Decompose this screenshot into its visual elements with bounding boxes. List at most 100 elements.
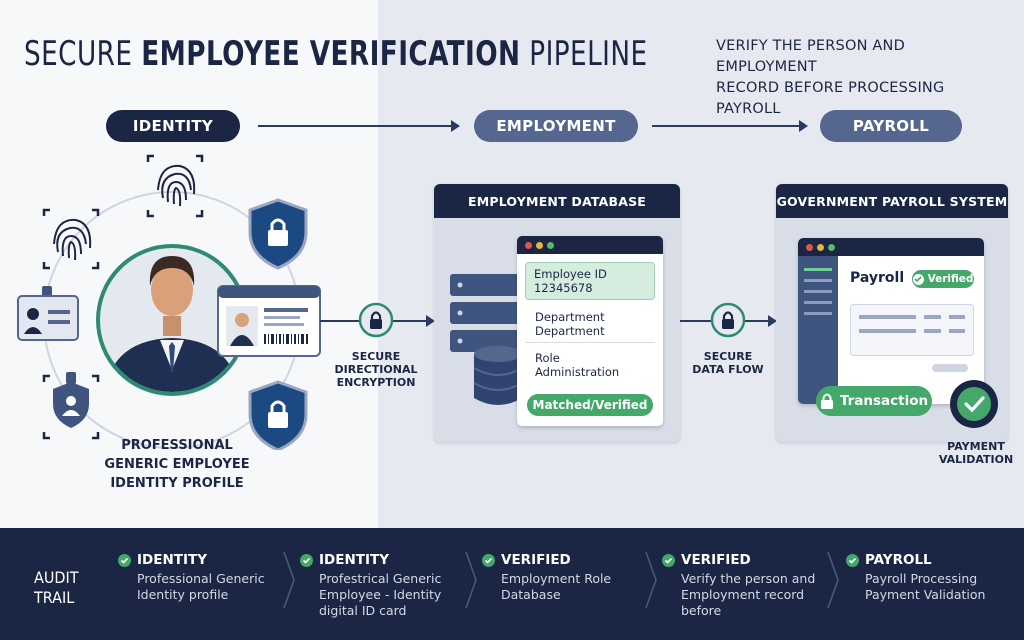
- matched-verified-badge: Matched/Verified: [527, 394, 653, 416]
- payroll-heading: Payroll: [850, 270, 905, 286]
- arrowhead-icon: [799, 120, 808, 132]
- audit-step-line: Identity profile: [137, 587, 229, 602]
- label-line: TRAIL: [34, 588, 75, 607]
- label-line: VALIDATION: [938, 453, 1014, 466]
- table-cell: [859, 315, 916, 319]
- stage-arrow: [258, 125, 452, 127]
- check-icon: [482, 553, 495, 567]
- field-label: Role: [535, 351, 560, 365]
- check-icon: [662, 553, 675, 567]
- field-value: 12345678: [534, 281, 593, 295]
- arrowhead-icon: [451, 120, 460, 132]
- audit-trail-label: AUDIT TRAIL: [34, 568, 79, 608]
- audit-step-line: Employee - Identity: [319, 587, 442, 602]
- table-cell: [949, 315, 965, 319]
- table-cell: [949, 329, 965, 333]
- audit-trail-bar: AUDIT TRAIL IDENTITY Professional Generi…: [0, 528, 1024, 640]
- audit-step-line: Employment Role: [501, 571, 612, 586]
- stage-employment: EMPLOYMENT: [474, 110, 638, 142]
- table-cell: [859, 329, 916, 333]
- department-field: Department Department: [525, 306, 655, 343]
- window-dot: [806, 243, 813, 251]
- encryption-label: SECURE DIRECTIONAL ENCRYPTION: [334, 350, 418, 389]
- stage-identity: IDENTITY: [106, 110, 240, 142]
- field-label: Employee ID: [534, 267, 607, 281]
- shield-lock-icon: [248, 380, 308, 450]
- id-badge-icon: [17, 286, 79, 341]
- payroll-system-title: GOVERNMENT PAYROLL SYSTEM: [776, 184, 1008, 218]
- chevron-right-icon: [827, 551, 839, 609]
- database-server-icon: [450, 274, 523, 405]
- audit-step-line: Employment record: [681, 587, 805, 602]
- database-cylinder: [473, 346, 523, 405]
- caption-line: GENERIC EMPLOYEE: [104, 457, 250, 472]
- sidebar-line: [804, 268, 832, 271]
- audit-step-line: Profestrical Generic: [319, 571, 442, 586]
- transaction-button[interactable]: Transaction: [816, 386, 932, 416]
- audit-step-title: IDENTITY: [137, 552, 207, 568]
- audit-step-line: Verify the person and: [681, 571, 816, 586]
- stage-payroll: PAYROLL: [820, 110, 962, 142]
- verified-badge: Verified: [912, 270, 974, 288]
- table-cell: [923, 315, 942, 319]
- employment-database-title: EMPLOYMENT DATABASE: [434, 184, 680, 218]
- data-flow-label: SECURE DATA FLOW: [690, 350, 766, 376]
- lock-icon: [710, 302, 746, 338]
- field-value: Department: [535, 324, 605, 338]
- window-dot: [817, 243, 824, 251]
- payroll-sidebar: [798, 256, 838, 404]
- payroll-button-placeholder: [932, 364, 968, 372]
- label-line: DIRECTIONAL: [334, 363, 418, 376]
- shield-user-icon: [42, 372, 100, 440]
- audit-step-line: before: [681, 603, 722, 618]
- audit-step-line: digital ID card: [319, 603, 407, 618]
- lock-icon: [820, 393, 833, 409]
- table-row: [859, 315, 965, 319]
- payroll-window: Payroll Verified: [798, 238, 984, 404]
- chevron-right-icon: [645, 551, 657, 609]
- label-line: DATA FLOW: [692, 363, 764, 376]
- field-value: Administration: [535, 365, 620, 379]
- caption-line: PROFESSIONAL: [121, 438, 233, 453]
- label-line: SECURE: [351, 350, 401, 363]
- window-dot: [536, 241, 543, 249]
- label-line: SECURE: [703, 350, 753, 363]
- arrowhead-icon: [426, 315, 435, 327]
- label-line: PAYMENT: [947, 440, 1005, 453]
- audit-step-line: Payment Validation: [865, 587, 986, 602]
- transaction-label: Transaction: [839, 393, 929, 409]
- table-cell: [923, 329, 942, 333]
- subtitle-line: RECORD BEFORE PROCESSING PAYROLL: [716, 80, 945, 117]
- employee-avatar: [96, 244, 248, 396]
- check-icon: [118, 553, 131, 567]
- audit-step-title: VERIFIED: [501, 552, 571, 568]
- check-icon: [846, 553, 859, 567]
- audit-step-title: IDENTITY: [319, 552, 389, 568]
- verified-badge-label: Verified: [927, 273, 974, 285]
- identity-cluster-graphic: [17, 154, 321, 450]
- audit-step: VERIFIED Employment Role Database: [482, 552, 652, 603]
- role-field: Role Administration: [525, 347, 655, 383]
- sidebar-line: [804, 279, 832, 282]
- audit-step-line: Payroll Processing: [865, 571, 978, 586]
- window-titlebar: [517, 236, 663, 254]
- window-dot: [525, 241, 532, 249]
- chevron-right-icon: [283, 551, 295, 609]
- subtitle-line: VERIFY THE PERSON AND EMPLOYMENT: [716, 38, 905, 75]
- caption-line: IDENTITY PROFILE: [110, 476, 244, 491]
- audit-step-line: Professional Generic: [137, 571, 265, 586]
- audit-step: IDENTITY Profestrical Generic Employee -…: [300, 552, 470, 619]
- checkmark-circle-icon: [950, 380, 998, 428]
- employee-id-field: Employee ID 12345678: [525, 262, 655, 300]
- window-dot: [547, 241, 554, 249]
- sidebar-line: [804, 301, 832, 304]
- shield-lock-icon: [248, 198, 308, 270]
- sidebar-line: [804, 312, 832, 315]
- audit-step-title: PAYROLL: [865, 552, 932, 568]
- label-line: AUDIT: [34, 568, 79, 587]
- audit-step-line: Database: [501, 587, 561, 602]
- table-row: [859, 329, 965, 333]
- arrowhead-icon: [768, 315, 777, 327]
- audit-step: PAYROLL Payroll Processing Payment Valid…: [846, 552, 1016, 603]
- identity-caption: PROFESSIONAL GENERIC EMPLOYEE IDENTITY P…: [98, 436, 256, 493]
